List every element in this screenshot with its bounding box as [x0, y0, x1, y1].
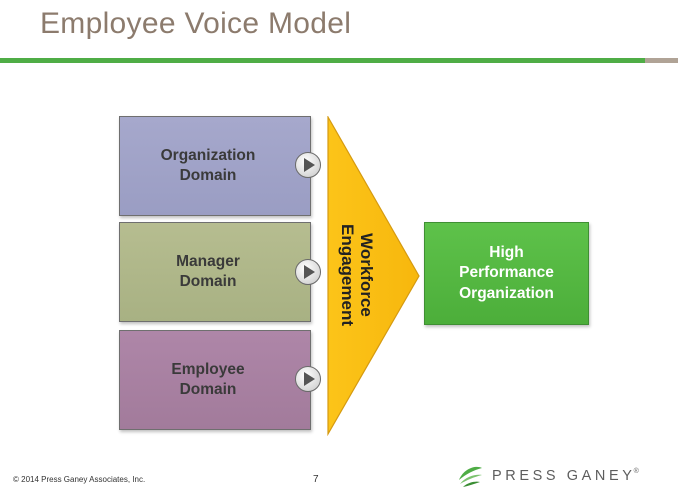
copyright-text: © 2014 Press Ganey Associates, Inc.	[13, 475, 146, 484]
slide-title: Employee Voice Model	[40, 7, 352, 40]
workforce-engagement-funnel	[327, 116, 420, 436]
title-rule-green	[0, 58, 645, 63]
organization-domain-label: Organization Domain	[160, 147, 256, 184]
logo-trademark: ®	[633, 467, 639, 475]
employee-play-icon	[295, 366, 321, 392]
organization-domain-box: Organization Domain	[119, 116, 311, 216]
manager-play-icon	[295, 259, 321, 285]
manager-domain-label: Manager Domain	[176, 253, 240, 290]
manager-domain-box: Manager Domain	[119, 222, 311, 322]
workforce-engagement-label: Workforce Engagement	[338, 223, 376, 327]
high-performance-organization-box: High Performance Organization	[424, 222, 589, 325]
employee-domain-box: Employee Domain	[119, 330, 311, 430]
organization-play-icon	[295, 152, 321, 178]
employee-domain-label: Employee Domain	[171, 361, 245, 398]
leaf-logo-icon	[457, 463, 483, 489]
press-ganey-logo: PRESS GANEY ®	[456, 462, 639, 490]
logo-text: PRESS GANEY	[492, 468, 636, 484]
title-rule-tan	[645, 58, 678, 63]
page-number: 7	[313, 474, 319, 485]
